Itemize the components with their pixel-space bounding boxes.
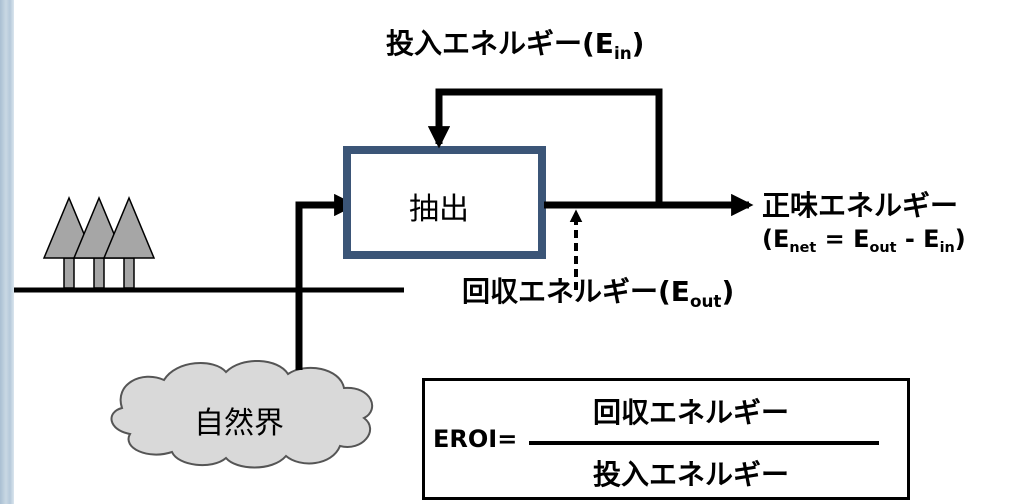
trees-icon [42, 196, 156, 289]
net-energy-formula: (Enet = Eout - Ein) [762, 225, 966, 257]
net-energy-label: 正味エネルギー [762, 189, 959, 222]
recovered-energy-label: 回収エネルギー(Eout) [462, 275, 735, 311]
eroi-denominator: 投入エネルギー [593, 458, 790, 491]
eroi-numerator: 回収エネルギー [593, 396, 790, 429]
fraction-line [529, 441, 879, 445]
input-energy-label: 投入エネルギー(Ein) [386, 27, 645, 63]
eroi-prefix: EROI= [433, 425, 518, 453]
eroi-formula-box: EROI= 回収エネルギー 投入エネルギー [422, 378, 910, 500]
diagram-panel: 投入エネルギー(Ein) 抽出 正味エネルギー (Enet = Eout - E… [14, 0, 1028, 504]
nature-cloud-shape [110, 359, 374, 469]
extraction-box [343, 146, 546, 259]
energy-flow-diagram [14, 88, 754, 469]
nature-to-extraction-arrow [295, 193, 357, 370]
nature-label: 自然界 [194, 406, 284, 441]
process-label: 抽出 [409, 192, 469, 227]
input-energy-feedback-arrow [427, 88, 663, 205]
